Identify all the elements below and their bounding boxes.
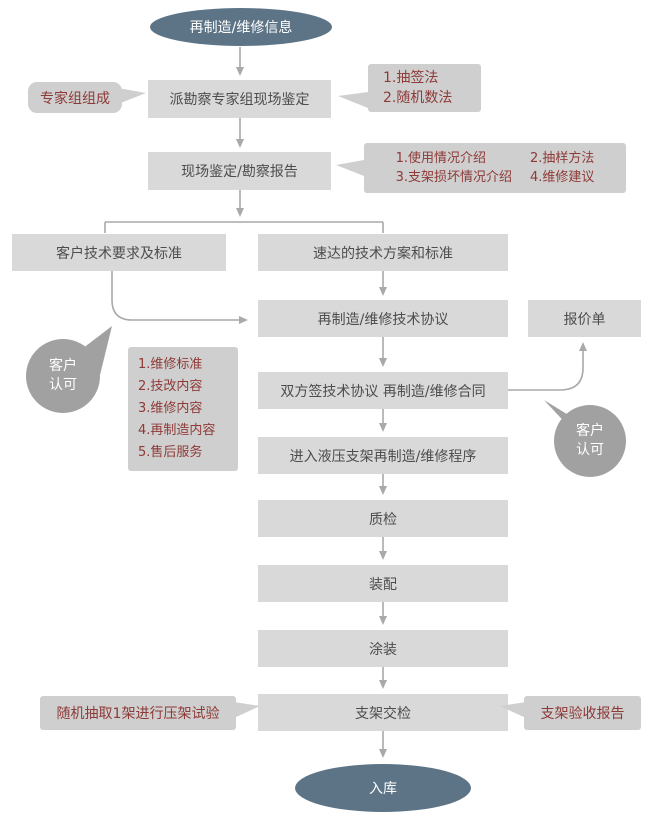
report-detail-2: 2.抽样方法 xyxy=(530,151,595,166)
node-assembly: 装配 xyxy=(258,565,508,602)
start-terminal: 再制造/维修信息 xyxy=(150,8,332,46)
node-assembly-label: 装配 xyxy=(369,576,397,593)
callout-acceptance-report-pointer xyxy=(500,702,526,718)
badge-customer-approval-left-label: 客户认可 xyxy=(49,358,77,393)
agreement-item-5: 5.售后服务 xyxy=(138,445,203,460)
node-technical-agreement-label: 再制造/维修技术协议 xyxy=(317,311,449,328)
end-terminal: 入库 xyxy=(295,764,471,812)
report-detail-4: 4.维修建议 xyxy=(530,170,595,185)
sampling-method-1: 1.抽签法 xyxy=(383,70,439,86)
callout-pressure-test-label: 随机抽取1架进行压架试验 xyxy=(56,706,220,722)
node-company-plan: 速达的技术方案和标准 xyxy=(258,234,508,271)
node-sign-contract-label: 双方签技术协议 再制造/维修合同 xyxy=(280,383,486,400)
node-painting: 涂装 xyxy=(258,630,508,667)
node-enter-process-label: 进入液压支架再制造/维修程序 xyxy=(289,448,477,465)
agreement-item-1: 1.维修标准 xyxy=(138,357,203,372)
start-label: 再制造/维修信息 xyxy=(189,20,293,36)
node-survey-team: 派勘察专家组现场鉴定 xyxy=(148,80,331,118)
badge-customer-approval-left: 客户认可 xyxy=(26,339,100,413)
callout-sampling-pointer xyxy=(338,92,368,108)
callout-acceptance-report-label: 支架验收报告 xyxy=(540,706,625,722)
node-quotation-label: 报价单 xyxy=(563,311,606,328)
report-details-col2: 2.抽样方法 4.维修建议 xyxy=(530,149,594,187)
approve-left-tail xyxy=(78,326,112,375)
node-final-inspection: 支架交检 xyxy=(258,694,508,731)
badge-customer-approval-right: 客户认可 xyxy=(554,405,626,477)
agreement-item-3: 3.维修内容 xyxy=(138,401,203,416)
node-quality-check: 质检 xyxy=(258,500,508,537)
report-detail-1: 1.使用情况介绍 xyxy=(395,151,486,166)
node-customer-requirements: 客户技术要求及标准 xyxy=(12,234,226,271)
node-customer-requirements-label: 客户技术要求及标准 xyxy=(56,245,182,262)
callout-expert-group: 专家组组成 xyxy=(28,82,122,113)
node-sign-contract: 双方签技术协议 再制造/维修合同 xyxy=(258,372,508,409)
node-painting-label: 涂装 xyxy=(369,641,397,658)
node-company-plan-label: 速达的技术方案和标准 xyxy=(313,245,453,262)
node-quality-check-label: 质检 xyxy=(369,511,397,528)
callout-pressure-test: 随机抽取1架进行压架试验 xyxy=(40,696,236,730)
node-survey-team-label: 派勘察专家组现场鉴定 xyxy=(169,92,310,108)
node-quotation: 报价单 xyxy=(528,300,641,337)
callout-report-details: 1.使用情况介绍 3.支架损坏情况介绍 2.抽样方法 4.维修建议 xyxy=(364,143,626,193)
node-technical-agreement: 再制造/维修技术协议 xyxy=(258,300,508,337)
callout-pressure-test-pointer xyxy=(234,702,260,718)
agreement-item-2: 2.技改内容 xyxy=(138,379,203,394)
agreement-item-4: 4.再制造内容 xyxy=(138,423,216,438)
node-site-report: 现场鉴定/勘察报告 xyxy=(148,152,331,190)
callout-acceptance-report: 支架验收报告 xyxy=(524,696,641,730)
sampling-method-2: 2.随机数法 xyxy=(383,90,453,106)
end-label: 入库 xyxy=(369,781,397,797)
callout-expert-group-label: 专家组组成 xyxy=(40,90,110,107)
badge-customer-approval-right-label: 客户认可 xyxy=(576,423,604,458)
node-enter-process: 进入液压支架再制造/维修程序 xyxy=(258,437,508,474)
node-site-report-label: 现场鉴定/勘察报告 xyxy=(181,164,298,180)
callout-sampling-methods: 1.抽签法 2.随机数法 xyxy=(368,64,481,112)
node-final-inspection-label: 支架交检 xyxy=(355,705,411,722)
callout-agreement-items: 1.维修标准 2.技改内容 3.维修内容 4.再制造内容 5.售后服务 xyxy=(128,347,238,471)
callout-report-details-pointer xyxy=(336,160,364,176)
callout-expert-group-pointer xyxy=(118,88,146,104)
report-details-col1: 1.使用情况介绍 3.支架损坏情况介绍 xyxy=(396,149,512,187)
report-detail-3: 3.支架损坏情况介绍 xyxy=(395,170,512,185)
